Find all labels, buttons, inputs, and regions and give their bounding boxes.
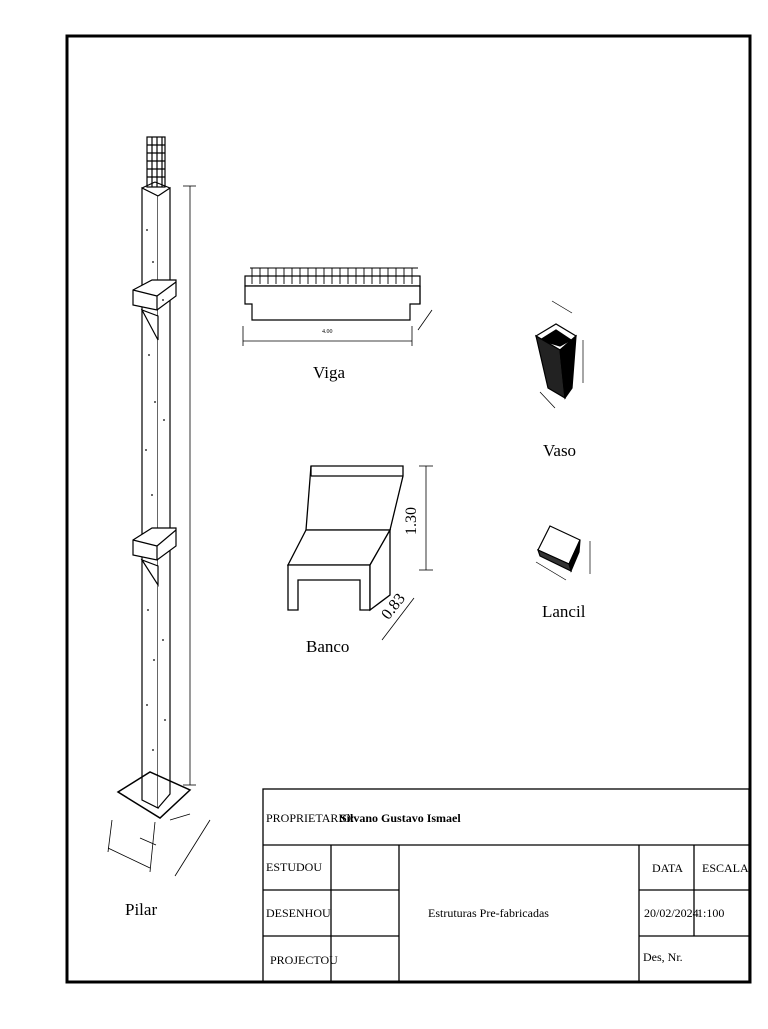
caption-vaso: Vaso [543, 441, 577, 460]
viga-length-value: 4.00 [322, 329, 333, 335]
drawing-description: Estruturas Pre-fabricadas [428, 906, 549, 920]
data-value: 20/02/2024 [644, 906, 699, 920]
viga-drawing [242, 267, 433, 346]
viga-rebar-top [244, 275, 421, 287]
desenhou-label: DESENHOU [266, 906, 331, 920]
banco-backrest [305, 465, 404, 531]
banco-depth-dim [381, 597, 415, 641]
data-label: DATA [652, 861, 684, 875]
pilar-rebar-cage [146, 136, 166, 188]
pilar-texture [145, 229, 166, 751]
pilar-shaft-side [157, 186, 171, 809]
projectou-label: PROJECTOU [270, 953, 338, 967]
title-block-grid [262, 788, 750, 983]
vaso-right-face [559, 334, 577, 400]
caption-pilar: Pilar [125, 900, 158, 919]
viga-body [244, 285, 421, 321]
escala-value: 1:100 [697, 906, 725, 920]
estudou-label: ESTUDOU [266, 860, 322, 874]
owner-name: Silvano Gustavo Ismael [340, 811, 461, 825]
lancil-front [536, 548, 572, 573]
caption-viga: Viga [313, 363, 346, 382]
escala-label: ESCALA [702, 861, 749, 875]
vaso-drawing [534, 300, 584, 409]
caption-banco: Banco [306, 637, 350, 656]
lancil-drawing [535, 525, 591, 581]
banco-drawing [286, 465, 433, 641]
title-block [262, 788, 750, 983]
banco-front [287, 564, 371, 611]
des-nr-label: Des, Nr. [643, 950, 683, 964]
pilar-drawing [107, 136, 211, 877]
caption-lancil: Lancil [542, 602, 586, 621]
owner-label: PROPRIETARIO: [266, 811, 355, 825]
pilar-corbel-lower [132, 527, 177, 561]
banco-height-value: 1.30 [403, 507, 420, 535]
pilar-base-plate [116, 771, 192, 819]
banco-side [369, 527, 391, 612]
